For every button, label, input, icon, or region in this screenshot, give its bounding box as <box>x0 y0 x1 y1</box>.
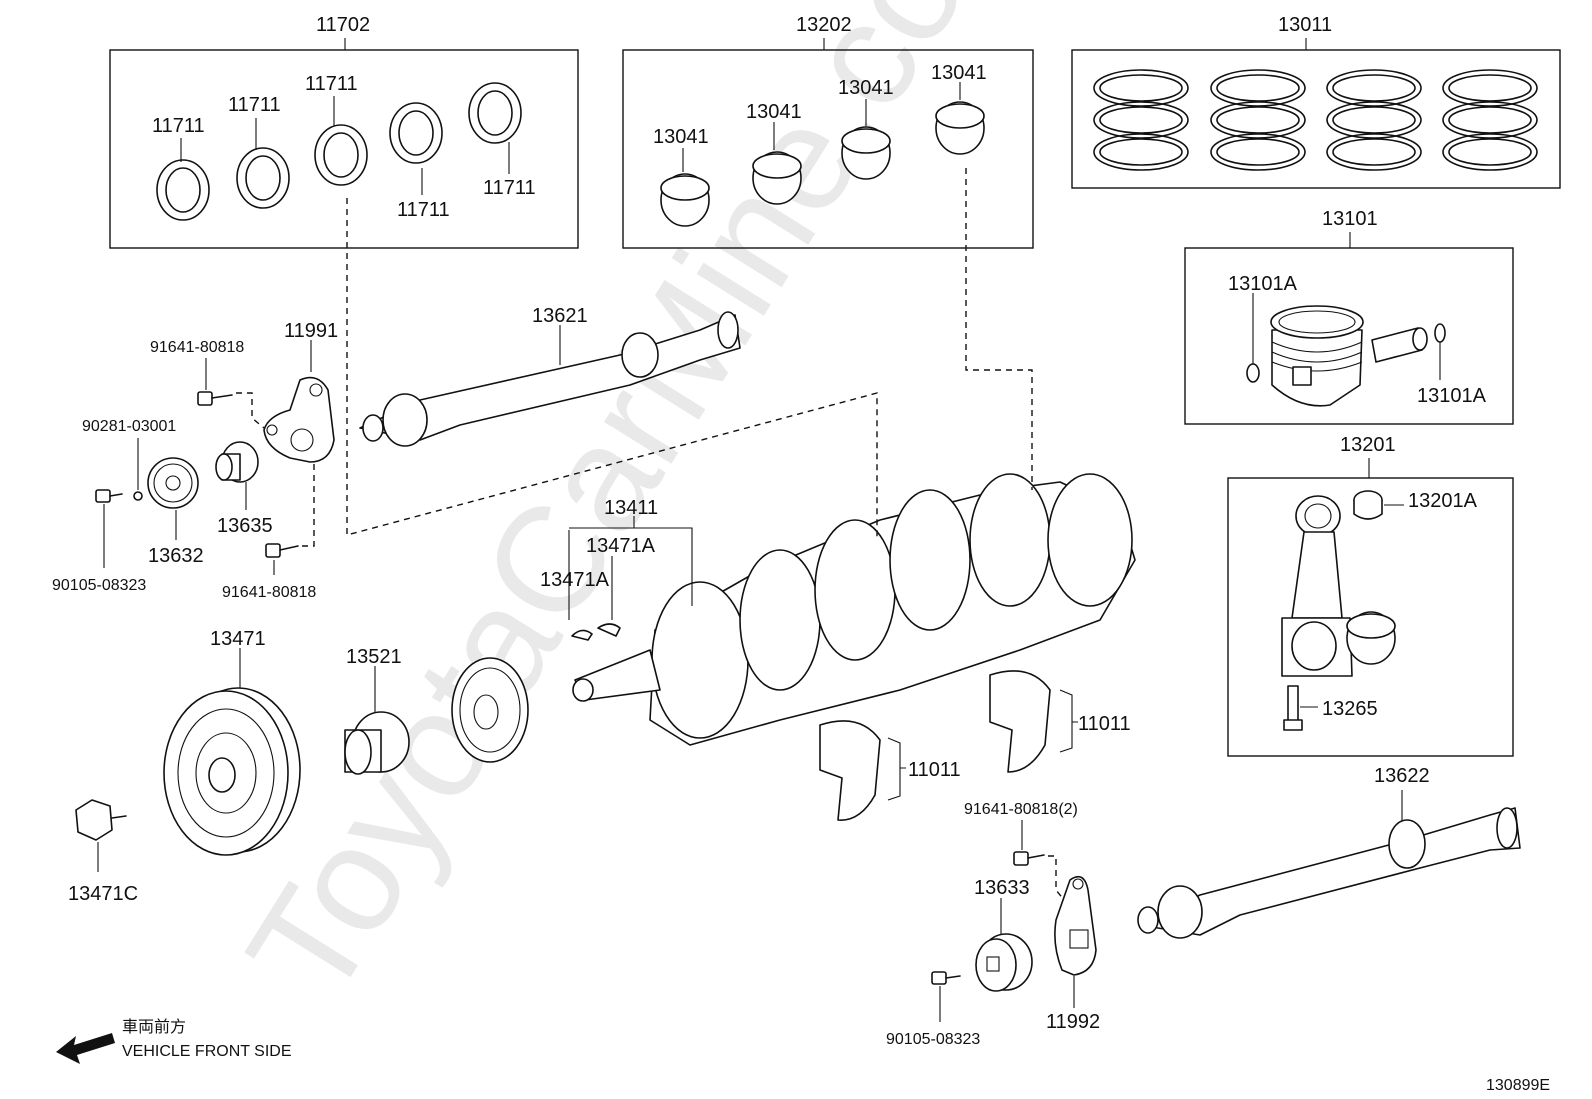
box-11702 <box>109 49 579 249</box>
box-13202 <box>622 49 1034 249</box>
bolt-91641-c <box>1013 851 1045 866</box>
label-11991: 11991 <box>284 320 338 342</box>
label-13621: 13621 <box>532 305 588 327</box>
diagram-code: 130899E <box>1486 1077 1550 1094</box>
label-11702: 11702 <box>316 14 370 36</box>
label-13471A-a: 13471A <box>586 535 656 557</box>
connecting-rod <box>1281 495 1353 677</box>
label-13632: 13632 <box>148 545 204 567</box>
label-13101A-b: 13101A <box>1417 385 1487 407</box>
box-13201 <box>1227 477 1514 757</box>
conrod-bearing <box>1346 611 1396 665</box>
label-13471A-b: 13471A <box>540 569 610 591</box>
label-13041-d: 13041 <box>931 62 987 84</box>
snap-ring-left <box>1246 363 1260 383</box>
conrod-small-end-bushing <box>1353 490 1383 520</box>
label-11992: 11992 <box>1046 1011 1100 1033</box>
front-direction-legend: 車両前方 VEHICLE FRONT SIDE <box>56 1018 292 1064</box>
label-11011-b: 11011 <box>908 759 961 781</box>
label-13011: 13011 <box>1278 14 1332 36</box>
woodruff-key-b <box>597 623 621 637</box>
label-11711-d: 11711 <box>397 199 450 221</box>
legend-english: VEHICLE FRONT SIDE <box>122 1043 292 1060</box>
gear-13633 <box>975 933 1033 992</box>
bolt-90105-a <box>95 489 123 503</box>
label-13101: 13101 <box>1322 208 1378 230</box>
bolt-90105-b <box>931 971 961 985</box>
label-13635: 13635 <box>217 515 273 537</box>
crankshaft-gear-13521 <box>344 711 410 775</box>
woodruff-key-a <box>571 629 593 641</box>
balance-shaft-13622 <box>1137 807 1521 939</box>
label-90281: 90281-03001 <box>82 418 176 435</box>
label-13202: 13202 <box>796 14 852 36</box>
pulley-bolt-13471c <box>75 799 127 841</box>
label-90105-b: 90105-08323 <box>886 1031 980 1048</box>
label-13041-b: 13041 <box>746 101 802 123</box>
label-91641-x2: 91641-80818(2) <box>964 801 1078 818</box>
bolt-91641-a <box>197 391 233 406</box>
conrod-bearing-shells <box>660 101 985 227</box>
label-13471C: 13471C <box>68 883 138 905</box>
label-90105-a: 90105-08323 <box>52 577 146 594</box>
gear-13632 <box>147 457 199 509</box>
legend-japanese: 車両前方 <box>122 1018 186 1036</box>
label-13265: 13265 <box>1322 698 1378 720</box>
balance-shaft-plate-11991 <box>263 376 335 463</box>
label-11011-a: 11011 <box>1078 713 1131 735</box>
label-13041-c: 13041 <box>838 77 894 99</box>
balance-shaft-plate-11992 <box>1054 875 1097 976</box>
label-11711-c: 11711 <box>305 73 358 95</box>
label-13201: 13201 <box>1340 434 1396 456</box>
box-13011 <box>1071 49 1561 189</box>
conrod-bolt <box>1283 685 1303 731</box>
piston-pin <box>1371 327 1428 363</box>
label-13622: 13622 <box>1374 765 1430 787</box>
label-91641-a: 91641-80818 <box>150 339 244 356</box>
snap-ring-right <box>1434 323 1446 343</box>
label-11711-b: 11711 <box>228 94 281 116</box>
bolt-91641-b <box>265 543 299 558</box>
thrust-washer-upper <box>989 670 1051 773</box>
main-bearing-shells <box>156 82 522 221</box>
label-13201A: 13201A <box>1408 490 1478 512</box>
label-11711-e: 11711 <box>483 177 536 199</box>
thrust-washer-lower <box>819 720 881 821</box>
bushing-13635 <box>215 441 259 483</box>
label-11711-a: 11711 <box>152 115 205 137</box>
label-91641-b: 91641-80818 <box>222 584 316 601</box>
arrow-left-icon <box>56 1033 115 1064</box>
label-13471: 13471 <box>210 628 266 650</box>
box-13101 <box>1184 247 1514 425</box>
label-13633: 13633 <box>974 877 1030 899</box>
pin-90281 <box>133 491 143 501</box>
label-13411: 13411 <box>604 497 658 519</box>
crank-pulley-13471 <box>163 687 301 856</box>
label-13521: 13521 <box>346 646 402 668</box>
label-13101A-a: 13101A <box>1228 273 1298 295</box>
dashed-assembly-lines <box>346 168 1033 540</box>
balance-shaft-13621 <box>359 311 741 447</box>
piston <box>1270 305 1364 407</box>
label-13041-a: 13041 <box>653 126 709 148</box>
crankshaft <box>572 473 1136 746</box>
piston-ring-sets <box>1093 69 1538 171</box>
timing-sprocket <box>451 657 529 763</box>
